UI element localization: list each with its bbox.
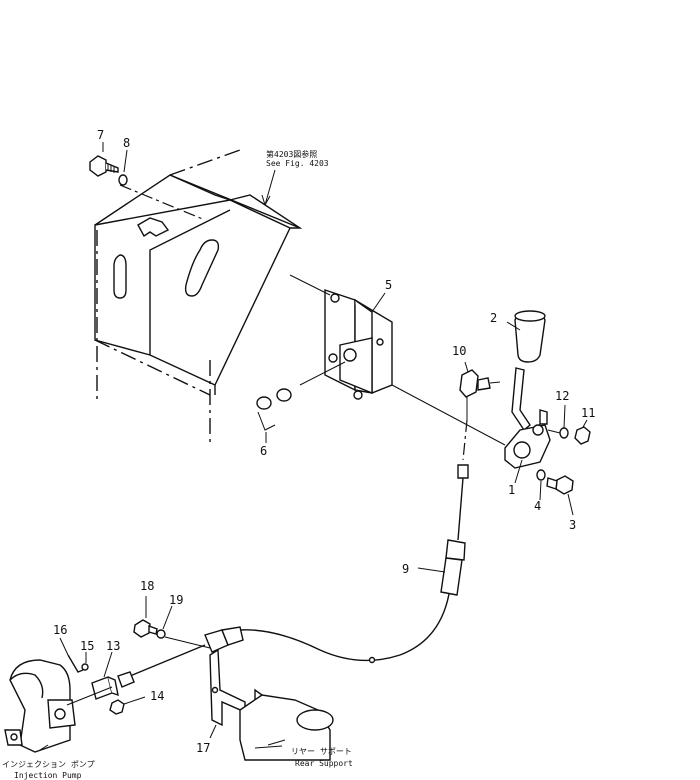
- bracket-lever-line: [391, 384, 506, 446]
- leader-14: [123, 696, 146, 705]
- pump-link-line: [66, 686, 113, 706]
- cover-bracket-line: [289, 274, 331, 296]
- bushings-6: [256, 388, 292, 431]
- see-fig-note-jp: 第4203図参照: [266, 149, 317, 159]
- housing-cover: [94, 149, 303, 445]
- injection-pump: [4, 659, 76, 753]
- callout-5: 5: [385, 278, 392, 292]
- leader-10: [464, 361, 469, 373]
- leader-4: [539, 480, 542, 501]
- callout-17: 17: [196, 741, 210, 755]
- rear-support: [239, 688, 334, 761]
- callout-12: 12: [555, 389, 569, 403]
- leader-2: [506, 321, 521, 331]
- callout-10: 10: [452, 344, 466, 358]
- washer-12: [559, 427, 569, 439]
- leader-12: [563, 404, 566, 429]
- callout-11: 11: [581, 406, 595, 420]
- callout-9: 9: [402, 562, 409, 576]
- nut-11: [574, 426, 591, 445]
- callout-1: 1: [508, 483, 515, 497]
- bolt-18: [133, 619, 158, 638]
- leader-19: [162, 605, 173, 630]
- washer-19: [156, 629, 166, 639]
- bolt-3: [546, 475, 574, 495]
- leader-17: [209, 724, 217, 739]
- washer-4: [536, 469, 546, 481]
- callout-4: 4: [534, 499, 541, 513]
- clip-15: [81, 663, 89, 671]
- callout-3: 3: [569, 518, 576, 532]
- bolt-14: [109, 699, 125, 715]
- callout-2: 2: [490, 311, 497, 325]
- pump-note-leader: [39, 744, 49, 751]
- block-13: [91, 676, 119, 700]
- leader-3: [567, 493, 574, 516]
- ball-joint-10: [459, 369, 501, 420]
- leader-13: [103, 651, 113, 678]
- washer-8: [118, 174, 128, 186]
- bolt-line-18: [164, 636, 211, 649]
- bracket-5: [324, 289, 393, 400]
- injection-pump-label-jp: インジェクション ポンプ: [2, 760, 95, 769]
- leader-1: [514, 459, 523, 484]
- callout-14: 14: [150, 689, 164, 703]
- rear-support-label-en: Rear Support: [295, 759, 353, 768]
- cable-end: [117, 626, 244, 688]
- lever-assembly-1: [504, 310, 551, 469]
- callout-13: 13: [106, 639, 120, 653]
- leader-5: [371, 292, 386, 313]
- leader-16: [59, 637, 69, 656]
- see-fig-note-en: See Fig. 4203: [266, 159, 329, 168]
- callout-16: 16: [53, 623, 67, 637]
- injection-pump-label-en: Injection Pump: [14, 771, 82, 780]
- bushing-line: [299, 361, 346, 386]
- control-cable-9: [239, 419, 469, 664]
- rear-support-label-jp: リヤー サポート: [291, 747, 352, 756]
- callout-15: 15: [80, 639, 94, 653]
- leader-9: [417, 567, 446, 573]
- callout-7: 7: [97, 128, 104, 142]
- bolt-7: [89, 155, 119, 177]
- leader-11: [582, 419, 588, 428]
- nut-line: [547, 429, 561, 434]
- rear-note-leader: [254, 745, 283, 749]
- pin-16: [67, 654, 84, 673]
- callout-6: 6: [260, 444, 267, 458]
- see-fig-arrow: [261, 169, 276, 206]
- callout-8: 8: [123, 136, 130, 150]
- callout-19: 19: [169, 593, 183, 607]
- leader-8: [123, 149, 128, 173]
- callout-18: 18: [140, 579, 154, 593]
